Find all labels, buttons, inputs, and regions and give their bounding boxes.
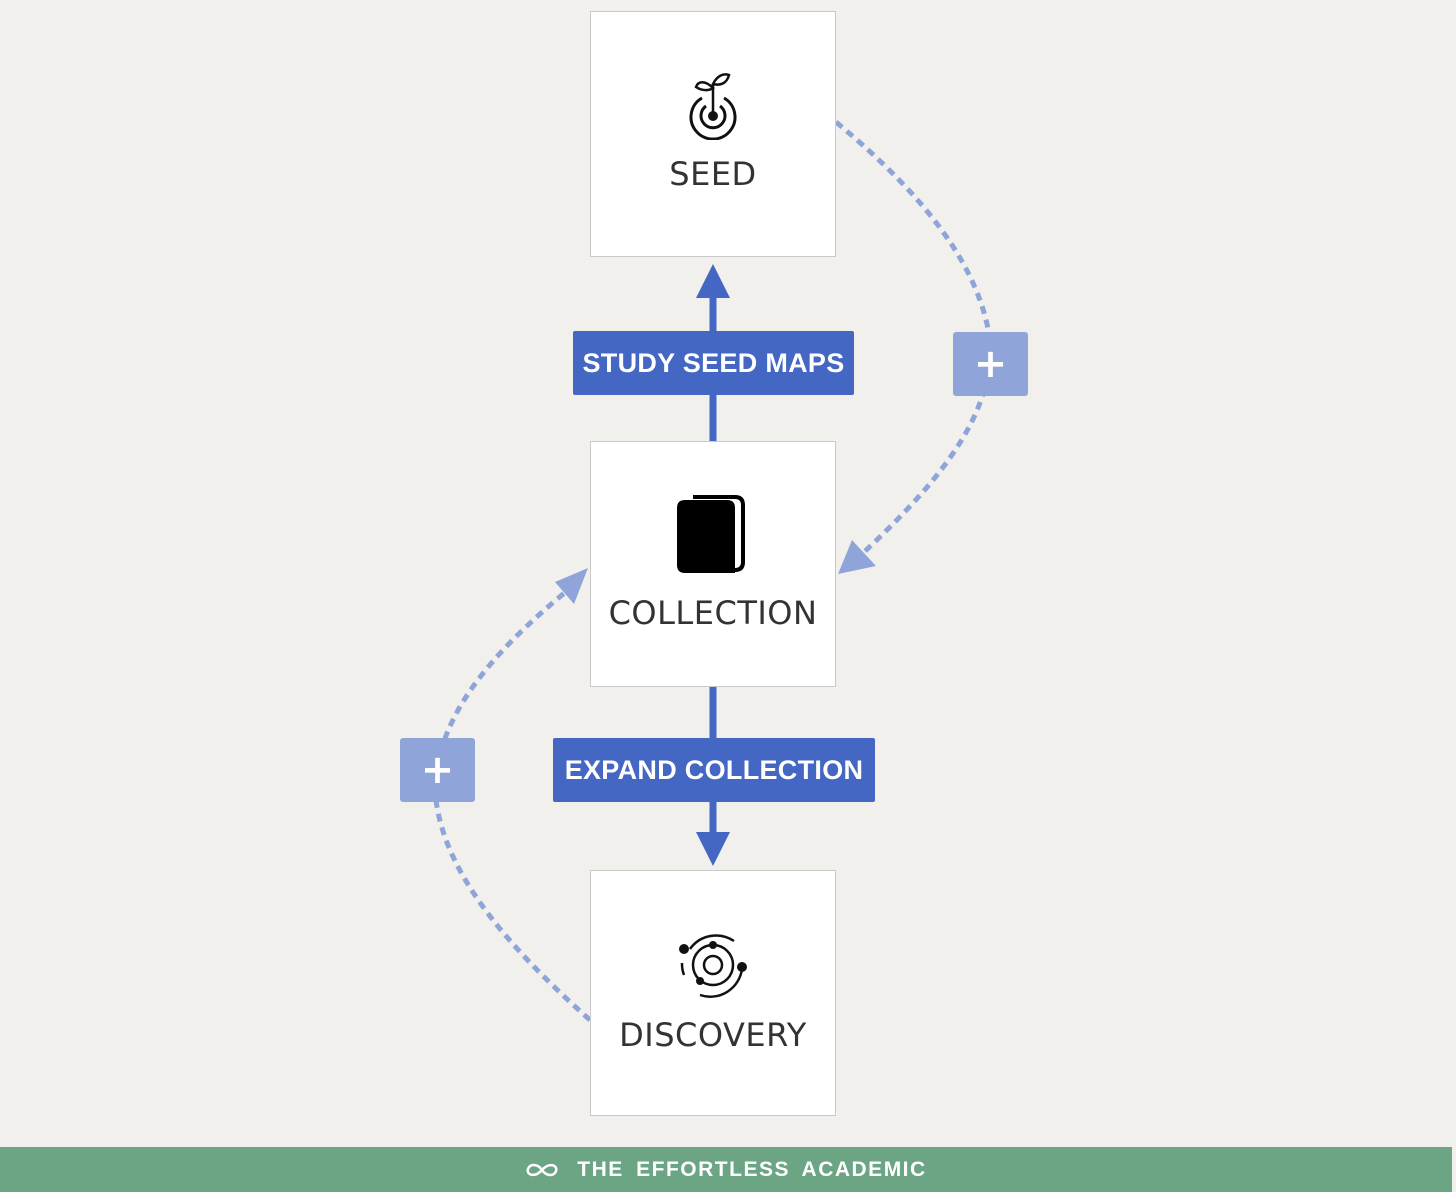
seed-label: SEED: [669, 155, 757, 193]
footer-bar: THE EFFORTLESS ACADEMIC: [0, 1147, 1452, 1192]
footer-brand-text: THE EFFORTLESS ACADEMIC: [577, 1157, 927, 1181]
seed-feedback-arrow-head: [838, 540, 876, 574]
discovery-label: DISCOVERY: [619, 1016, 807, 1054]
discovery-feedback-arrow-head: [555, 568, 588, 604]
infinity-icon: [526, 1163, 558, 1176]
study-seed-maps-label[interactable]: STUDY SEED MAPS: [573, 331, 854, 395]
collection-label: COLLECTION: [608, 594, 818, 632]
sprout-target-icon: [689, 73, 737, 140]
seed-node[interactable]: SEED: [590, 11, 836, 257]
seed-feedback-plus-badge[interactable]: +: [953, 332, 1028, 396]
expand-collection-label[interactable]: EXPAND COLLECTION: [553, 738, 875, 802]
orbit-icon: [679, 934, 747, 998]
discovery-feedback-arrow-path: [433, 588, 592, 1022]
collection-node[interactable]: COLLECTION: [590, 441, 836, 687]
expand-arrow-head: [696, 832, 730, 866]
discovery-feedback-plus-badge[interactable]: +: [400, 738, 475, 802]
discovery-node[interactable]: DISCOVERY: [590, 870, 836, 1116]
study-arrow-head: [696, 264, 730, 298]
book-icon: [677, 495, 745, 573]
